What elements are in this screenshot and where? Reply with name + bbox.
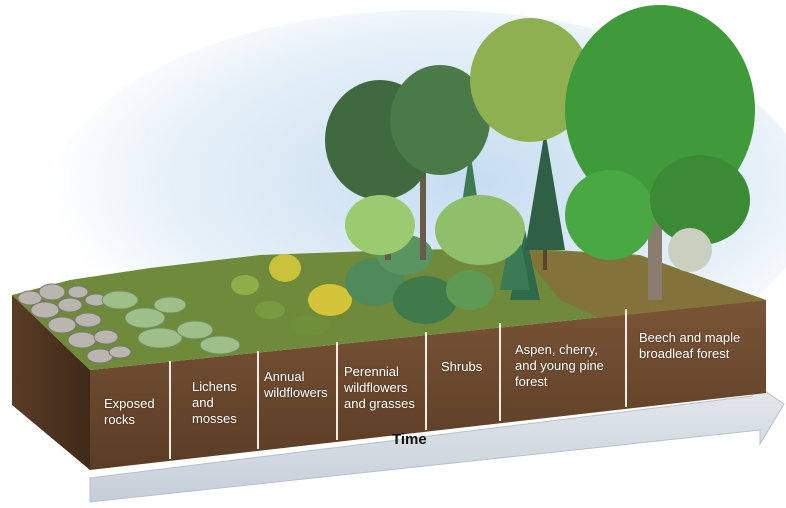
stage-label-exposed-rocks: Exposed rocks	[104, 396, 155, 427]
moss-cover	[101, 290, 241, 355]
soil-side-face	[12, 295, 90, 470]
ground-soil-patch	[520, 250, 766, 318]
stage-label-perennial-wildflowers: Perennial wildflowers and grasses	[344, 364, 415, 411]
shrub-layer	[345, 235, 494, 324]
aspen-canopy	[325, 65, 525, 265]
stage-label-beech-maple: Beech and maple broadleaf forest	[639, 330, 741, 361]
stage-label-lichens-mosses: Lichens and mosses	[192, 379, 237, 426]
rock-cluster	[17, 283, 132, 364]
stage-label-annual-wildflowers: Annual wildflowers	[264, 369, 328, 400]
wildflower-patch	[231, 254, 352, 335]
stage-dividers	[169, 309, 627, 459]
stage-label-shrubs: Shrubs	[441, 359, 483, 374]
time-axis-label: Time	[392, 431, 427, 448]
stage-label-aspen-cherry-pine: Aspen, cherry, and young pine forest	[515, 342, 604, 389]
broadleaf-forest	[470, 5, 755, 300]
